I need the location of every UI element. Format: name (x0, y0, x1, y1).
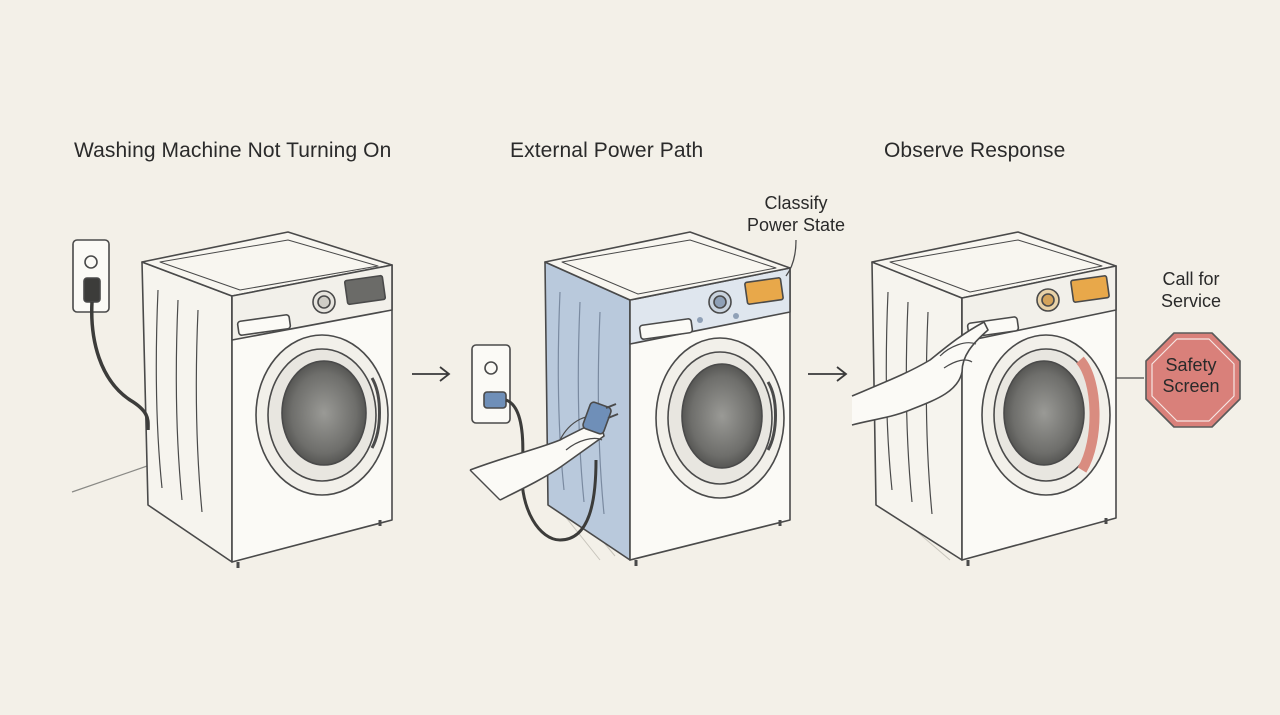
flow-arrow-1 (412, 366, 451, 382)
step-1-title: Washing Machine Not Turning On (74, 139, 392, 162)
step-3-title: Observe Response (884, 139, 1066, 162)
panel-1-washer (71, 231, 393, 568)
panel-2-washer (469, 231, 797, 566)
step-2-title: External Power Path (510, 139, 704, 162)
flow-arrow-2 (808, 366, 848, 382)
panel-3-washer (851, 231, 1241, 566)
